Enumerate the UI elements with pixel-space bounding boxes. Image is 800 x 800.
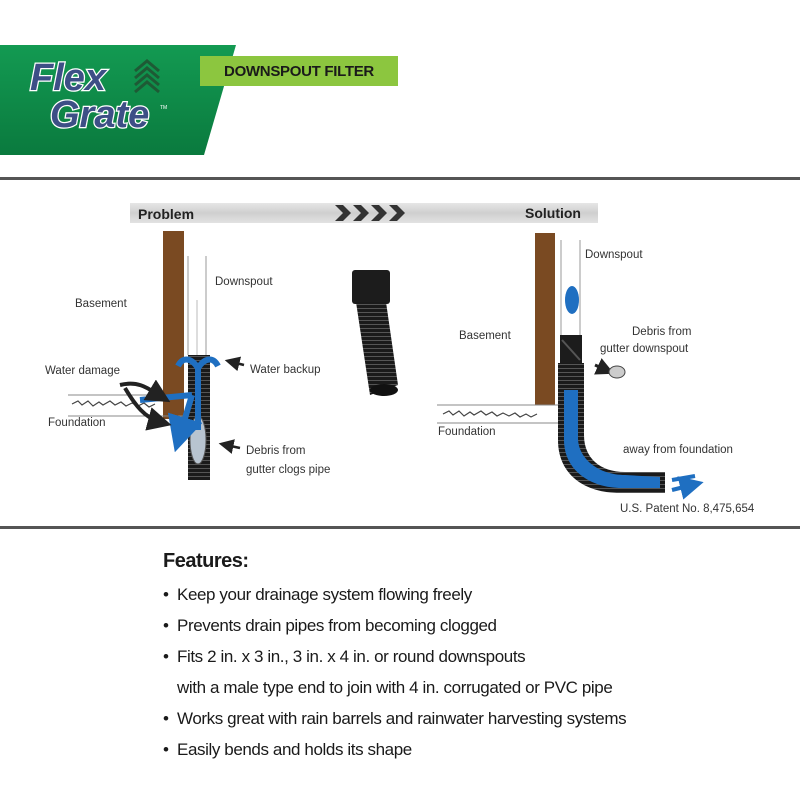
top-divider xyxy=(0,177,800,180)
logo-text-flex: Flex xyxy=(30,57,108,99)
logo-text-grate: Grate xyxy=(50,94,149,136)
problem-debris-label-2: gutter clogs pipe xyxy=(246,464,330,476)
problem-illustration: Basement Downspout Water backup Water da… xyxy=(45,231,330,480)
feature-item: • Works great with rain barrels and rainw… xyxy=(163,703,783,734)
downspout-filter-product-image xyxy=(352,270,398,396)
bullet: • xyxy=(163,616,169,635)
foundation xyxy=(437,404,558,424)
feature-text: Prevents drain pipes from becoming clogg… xyxy=(177,616,497,635)
product-type-label: DOWNSPOUT FILTER xyxy=(200,56,398,86)
water-backup-label: Water backup xyxy=(250,364,321,376)
solution-downspout-label: Downspout xyxy=(585,249,643,261)
feature-item: • Prevents drain pipes from becoming clog… xyxy=(163,610,783,641)
water-damage-arrow xyxy=(119,379,171,403)
filtered-water xyxy=(565,286,579,314)
feature-text: Fits 2 in. x 3 in., 3 in. x 4 in. or rou… xyxy=(177,647,526,666)
solution-debris-label-2: gutter downspout xyxy=(600,343,689,355)
problem-downspout-label: Downspout xyxy=(215,276,273,288)
features-list: • Keep your drainage system flowing freel… xyxy=(163,579,783,765)
bullet: • xyxy=(163,585,169,604)
bottom-divider xyxy=(0,526,800,529)
problem-foundation-label: Foundation xyxy=(48,417,106,429)
water-backup-arrow xyxy=(224,356,245,372)
solution-foundation-label: Foundation xyxy=(438,426,496,438)
problem-solution-diagram: Problem Solution Basement Downspout Wate… xyxy=(45,203,755,515)
problem-label: Problem xyxy=(138,206,194,222)
feature-text: with a male type end to join with 4 in. … xyxy=(177,678,613,697)
feature-text: Keep your drainage system flowing freely xyxy=(177,585,472,604)
feature-item: • Fits 2 in. x 3 in., 3 in. x 4 in. or ro… xyxy=(163,641,783,672)
logo-trademark: TM xyxy=(160,105,167,111)
water-backup-flow xyxy=(139,356,221,436)
solution-debris-label-1: Debris from xyxy=(632,326,691,338)
solution-basement-label: Basement xyxy=(459,330,512,342)
logo-background xyxy=(0,45,236,155)
solution-label: Solution xyxy=(525,205,581,221)
bullet: • xyxy=(163,709,169,728)
bullet: • xyxy=(163,647,169,666)
debris-arrow xyxy=(218,439,241,454)
bullet: • xyxy=(163,740,169,759)
problem-basement-label: Basement xyxy=(75,298,128,310)
problem-debris-label-1: Debris from xyxy=(246,445,305,457)
feature-text: Works great with rain barrels and rainwa… xyxy=(177,709,627,728)
water-flow xyxy=(564,390,660,488)
feature-item: • Keep your drainage system flowing freel… xyxy=(163,579,783,610)
solution-illustration: Downspout Basement Debris from gutter do… xyxy=(437,233,755,515)
chevron-logo-icon xyxy=(134,59,160,94)
chevron-arrows-icon xyxy=(335,205,405,221)
away-from-foundation-label: away from foundation xyxy=(623,444,733,456)
debris-arrow xyxy=(594,358,615,375)
basement-wall xyxy=(163,231,184,419)
feature-text: Easily bends and holds its shape xyxy=(177,740,412,759)
features-section: Features: • Keep your drainage system flo… xyxy=(163,550,783,765)
water-damage-label: Water damage xyxy=(45,365,120,377)
feature-item: • Easily bends and holds its shape xyxy=(163,734,783,765)
features-title: Features: xyxy=(163,550,249,572)
flexgrate-logo-banner: Flex Grate TM xyxy=(0,45,236,155)
patent-number: U.S. Patent No. 8,475,654 xyxy=(620,503,755,515)
basement-wall xyxy=(535,233,555,405)
outflow-arrows xyxy=(671,476,695,490)
feature-item-continuation: with a male type end to join with 4 in. … xyxy=(163,672,783,703)
debris-icon xyxy=(608,365,626,379)
